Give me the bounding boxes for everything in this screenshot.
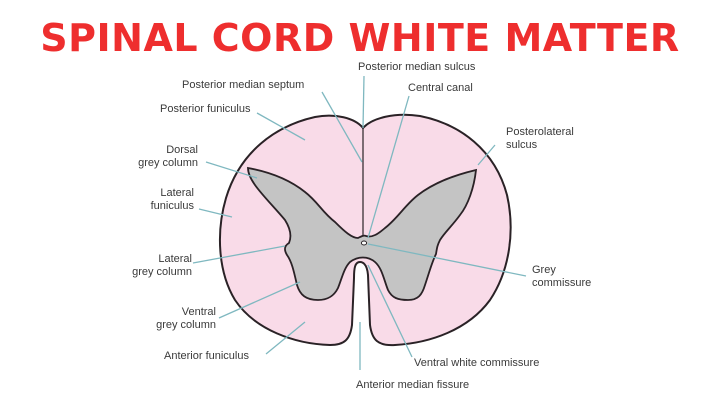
label-lateral-grey-column: Lateral grey column: [132, 253, 192, 278]
label-dorsal-grey-column: Dorsal grey column: [138, 144, 198, 169]
label-grey-commissure: Grey commissure: [532, 264, 592, 289]
label-posterolateral-sulcus: Posterolateral sulcus: [506, 126, 574, 151]
label-central-canal: Central canal: [408, 82, 473, 94]
label-ventral-white-commissure: Ventral white commissure: [414, 357, 540, 369]
leader-lines: [192, 75, 527, 370]
label-posterior-median-sulcus: Posterior median sulcus: [358, 61, 476, 73]
grey-matter: [247, 166, 478, 301]
label-posterior-median-septum: Posterior median septum: [182, 79, 305, 91]
central-canal: [360, 240, 368, 246]
diagram-title: SPINAL CORD WHITE MATTER: [40, 16, 680, 60]
label-lateral-funiculus: Lateral funiculus: [150, 187, 194, 212]
white-matter: [218, 113, 512, 347]
label-posterior-funiculus: Posterior funiculus: [160, 103, 251, 115]
label-anterior-median-fissure: Anterior median fissure: [356, 379, 470, 391]
label-anterior-funiculus: Anterior funiculus: [164, 350, 249, 362]
label-ventral-grey-column: Ventral grey column: [156, 306, 216, 331]
